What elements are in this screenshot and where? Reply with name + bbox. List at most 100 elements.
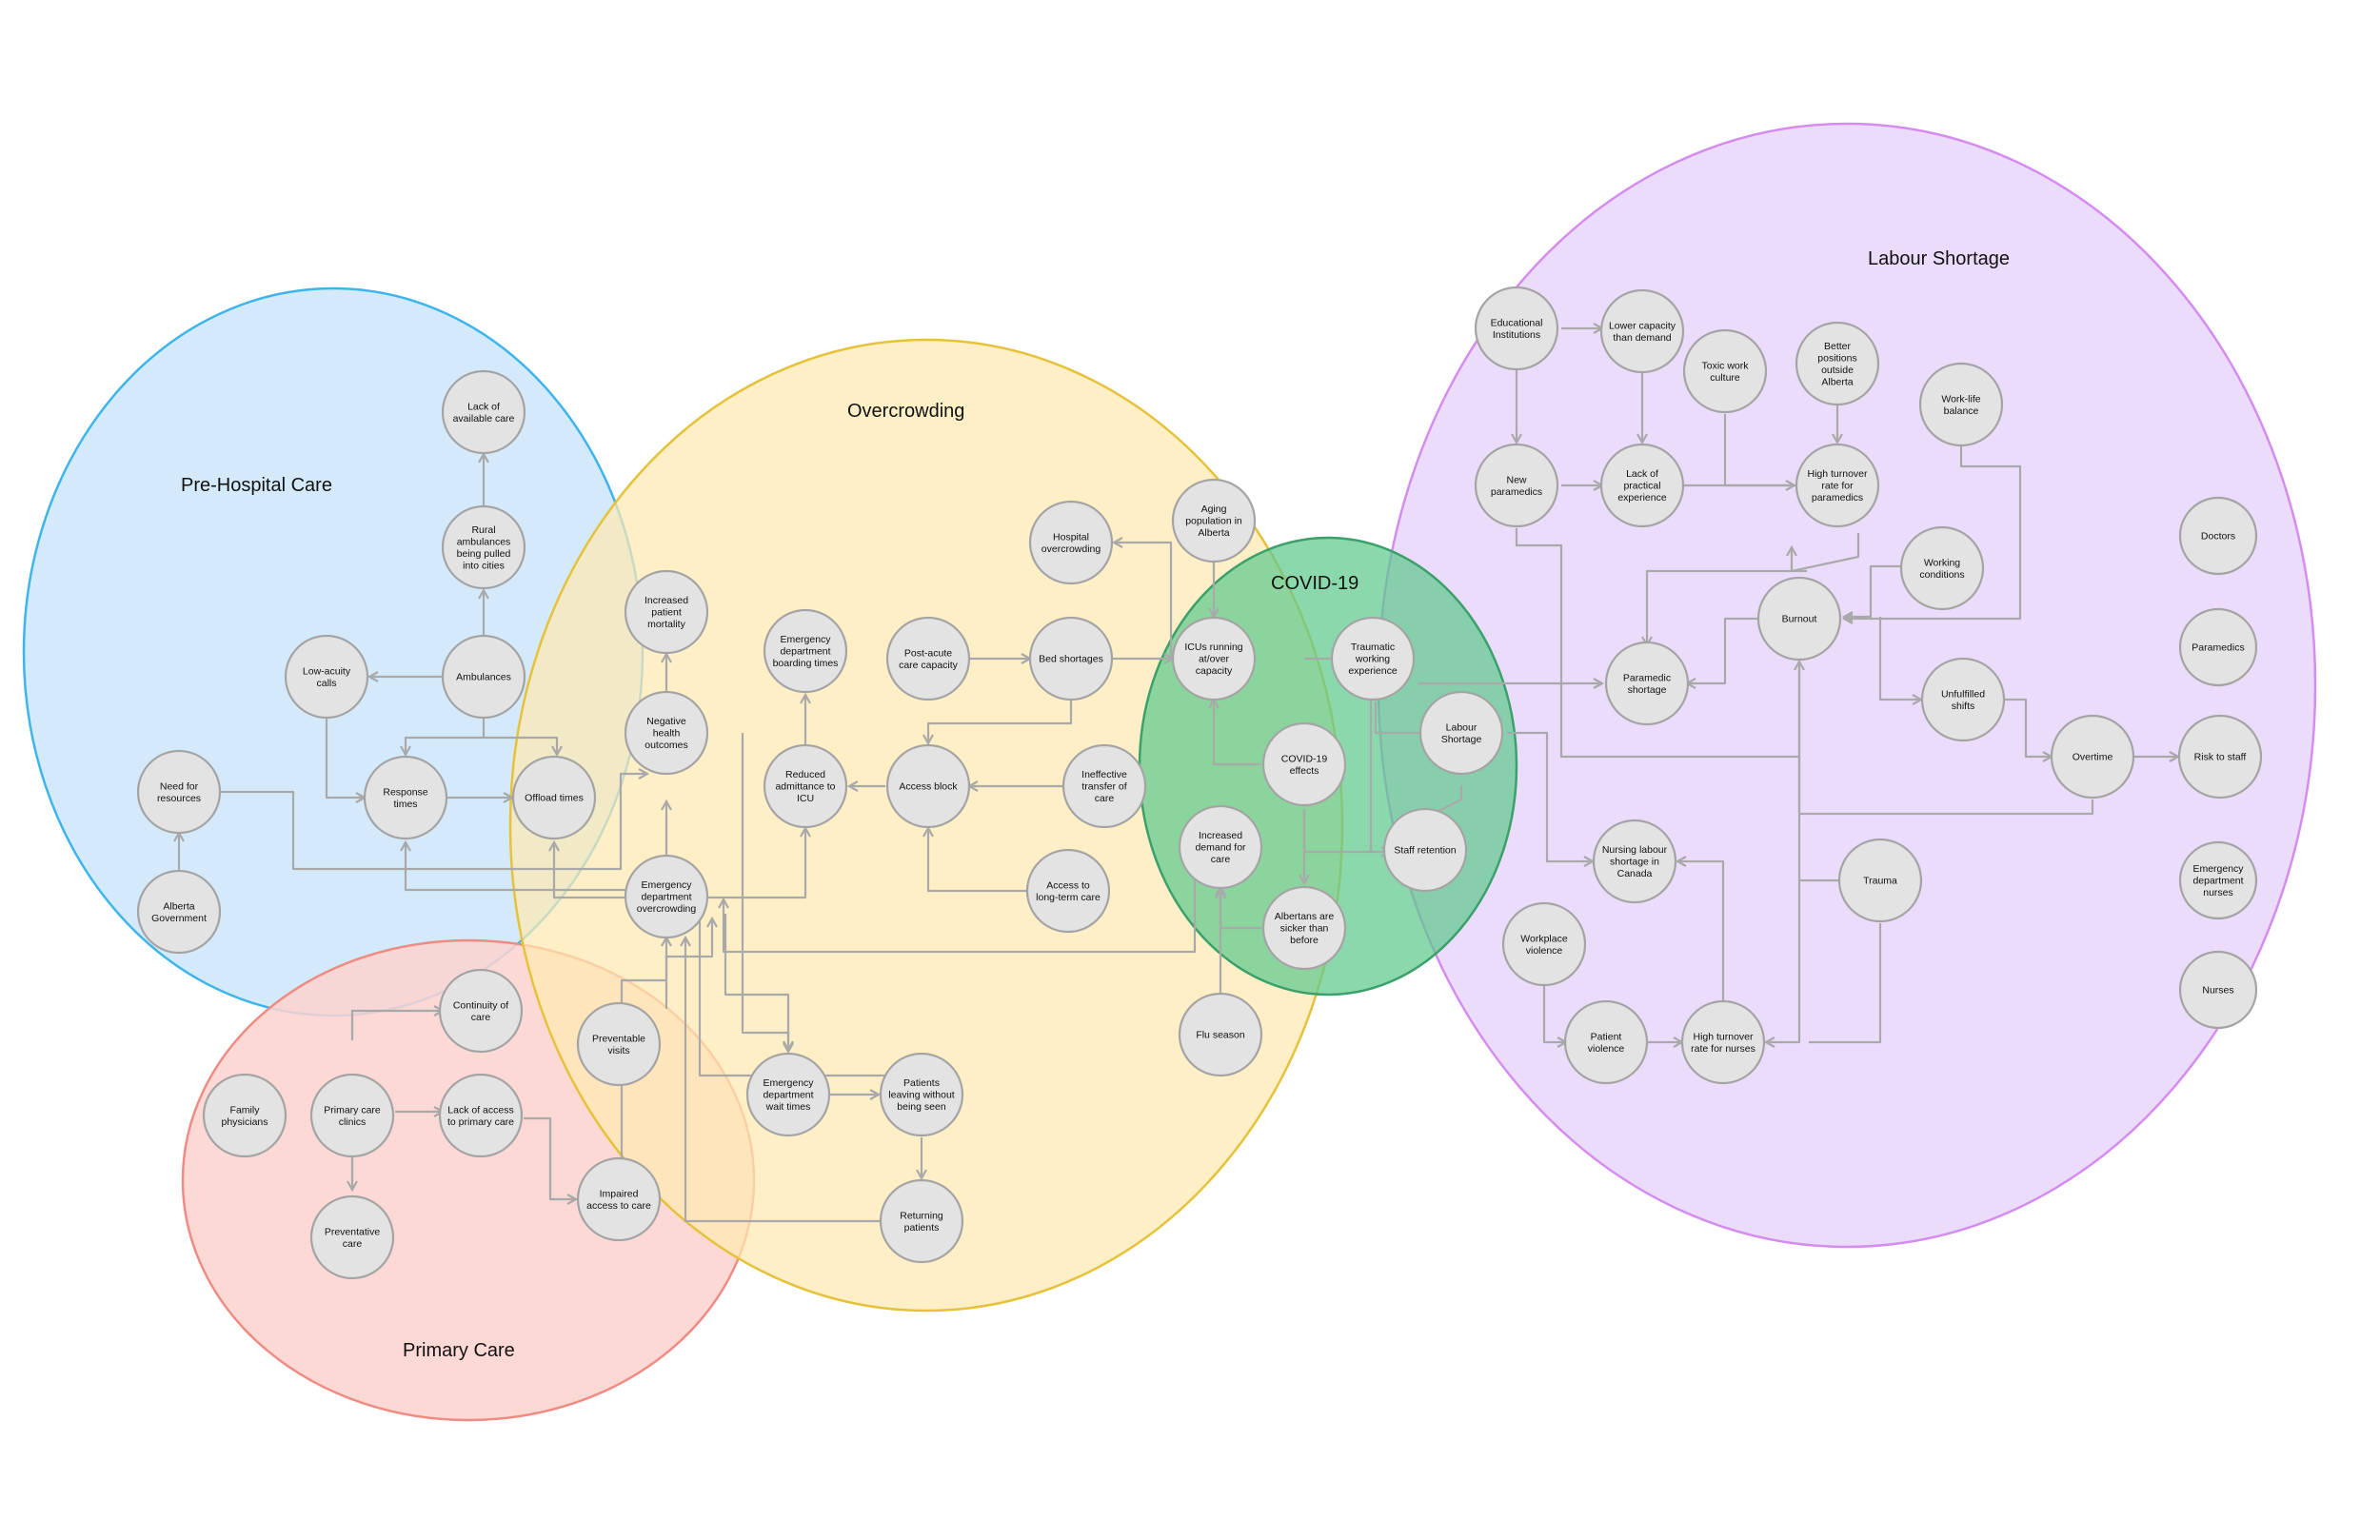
edge: [724, 914, 788, 1050]
edge: [1677, 861, 1725, 1004]
node-paramedics[interactable]: Paramedics: [2178, 607, 2258, 687]
node-burnout[interactable]: Burnout: [1756, 576, 1842, 661]
svg-text:Access block: Access block: [899, 781, 958, 793]
node-label-line: Emergency: [2192, 863, 2244, 875]
node-trauma[interactable]: Trauma: [1837, 838, 1923, 923]
node-label-line: boarding times: [773, 658, 839, 669]
node-label-line: Emergency: [641, 879, 692, 891]
node-label-line: rate for: [1821, 481, 1854, 492]
node-label-line: Better: [1824, 341, 1852, 352]
zone-title-covid-19: COVID-19: [1271, 573, 1359, 594]
node-label-line: care: [471, 1012, 491, 1023]
node-label-line: to primary care: [447, 1116, 514, 1128]
node-ambulances[interactable]: Ambulances: [441, 634, 526, 720]
node-label-line: demand for: [1195, 842, 1246, 854]
node-flu-season[interactable]: Flu season: [1178, 992, 1263, 1077]
node-label-line: Alberta: [1821, 376, 1853, 387]
edge: [1114, 543, 1173, 659]
node-label-line: Doctors: [2201, 531, 2235, 543]
node-label-line: Patient: [1591, 1031, 1622, 1042]
node-doctors[interactable]: Doctors: [2178, 496, 2258, 576]
node-offload-times[interactable]: Offload times: [511, 755, 597, 840]
edge: [685, 938, 881, 1223]
node-nurses[interactable]: Nurses: [2178, 950, 2258, 1030]
node-label-line: capacity: [1196, 665, 1233, 677]
node-overtime[interactable]: Overtime: [2050, 714, 2135, 800]
node-staff-retention[interactable]: Staff retention: [1382, 807, 1468, 893]
edge: [1723, 414, 1795, 487]
zone-title-pre-hospital: Pre-Hospital Care: [181, 475, 332, 496]
node-label-line: patients: [904, 1222, 940, 1234]
node-risk-to-staff[interactable]: Risk to staff: [2177, 714, 2263, 800]
node-label-line: care: [1095, 793, 1115, 804]
svg-text:Offload times: Offload times: [525, 793, 584, 804]
node-label-line: rate for nurses: [1691, 1043, 1755, 1055]
node-bed-shortages[interactable]: Bed shortages: [1028, 616, 1114, 701]
node-label-line: Ambulances: [456, 672, 511, 683]
node-access-block[interactable]: Access block: [885, 743, 971, 829]
node-label-line: long-term care: [1036, 892, 1101, 903]
